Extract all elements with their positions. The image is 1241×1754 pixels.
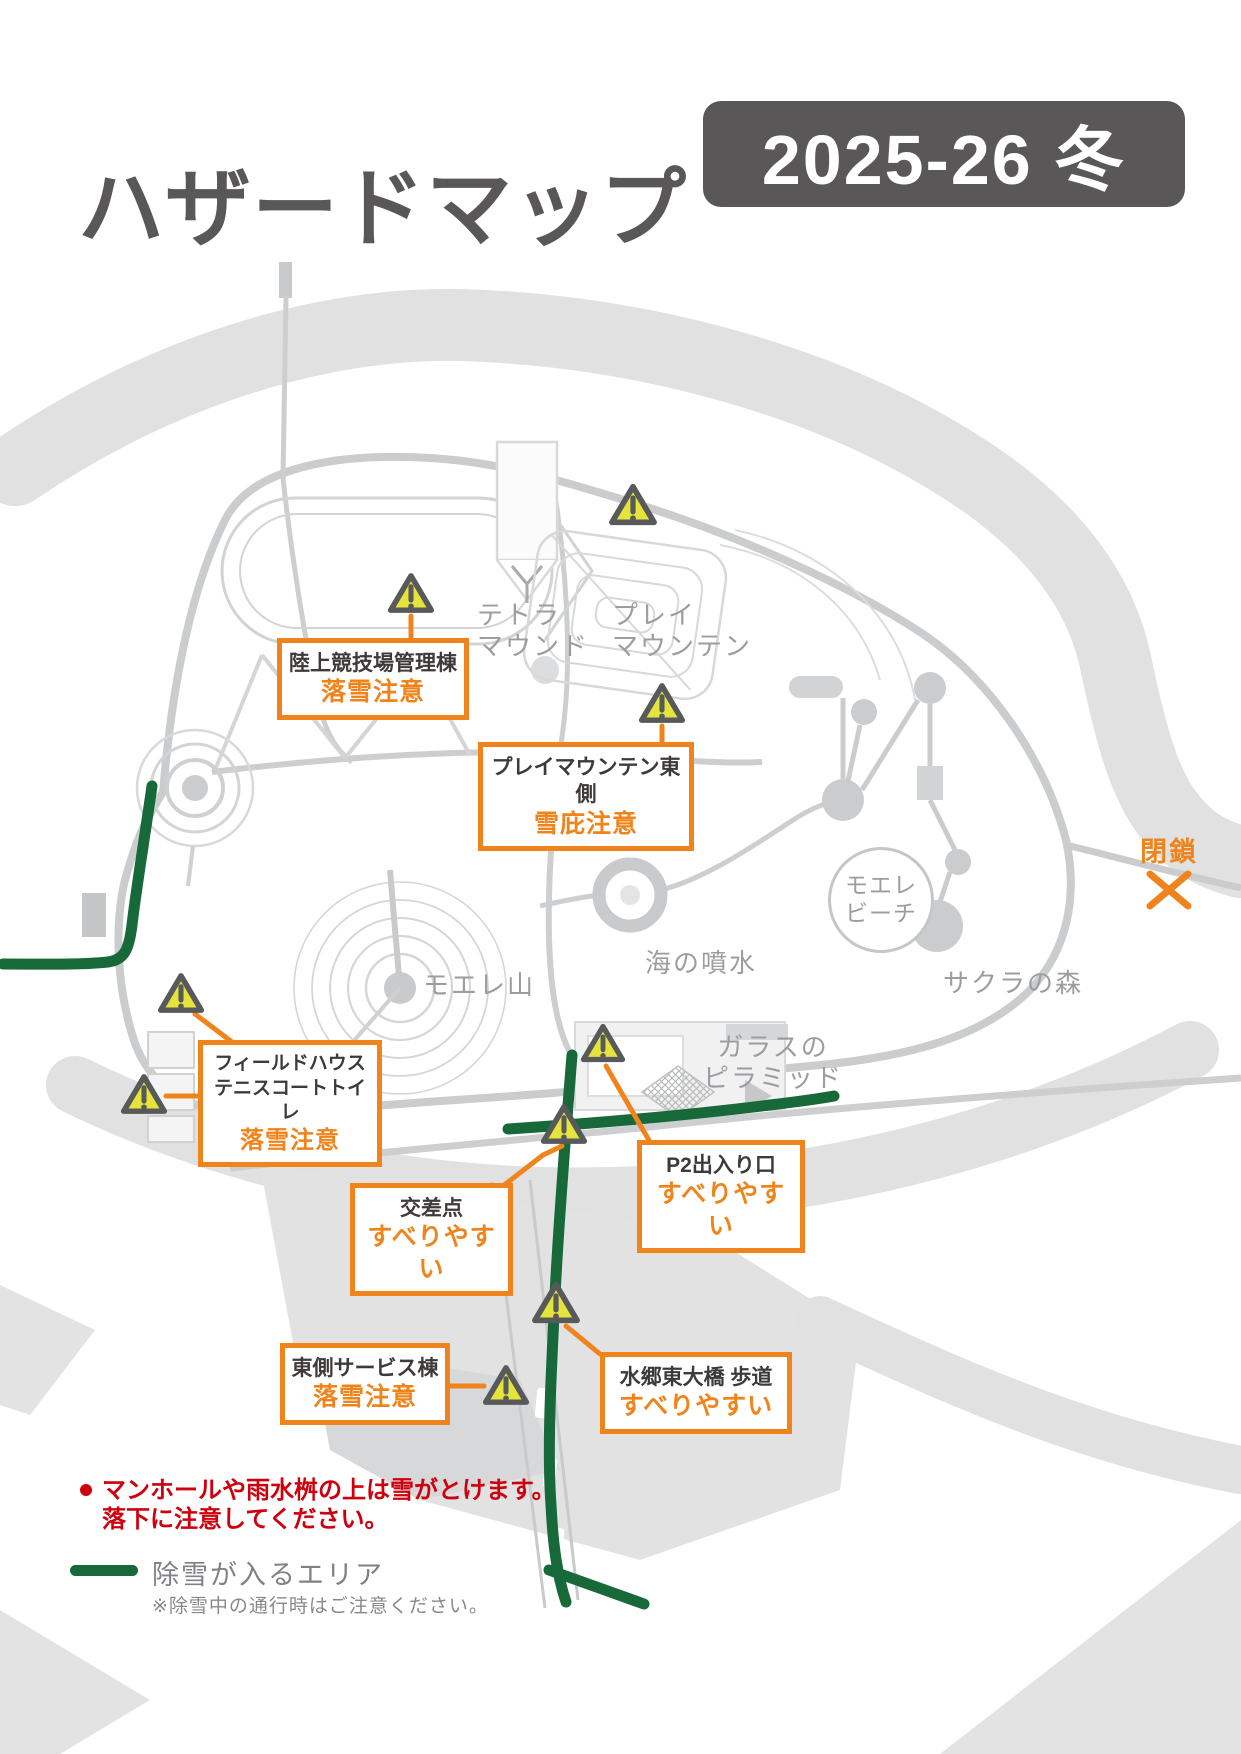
hazard-warning: 落雪注意 [240, 1127, 340, 1155]
hazard-box-p2-entrance: P2出入り口 すべりやすい [637, 1140, 805, 1253]
closed-x-icon [1146, 870, 1192, 910]
snow-route-line-icon [70, 1565, 138, 1576]
hazard-warning: 雪庇注意 [533, 809, 638, 838]
moere-yama-shape [293, 869, 507, 1095]
hazard-warning: すべりやすい [367, 1223, 496, 1283]
hazard-name: 陸上競技場管理棟 [289, 652, 457, 675]
closed-label: 閉鎖 [1140, 837, 1198, 867]
label-play-mountain: プレイ マウンテン [612, 600, 753, 661]
hazard-box-crossing: 交差点 すべりやすい [350, 1183, 513, 1296]
season-badge: 2025-26 冬 [703, 101, 1185, 207]
tetra-mound-shape [495, 440, 559, 684]
hazard-box-athletics-admin: 陸上競技場管理棟 落雪注意 [277, 638, 469, 720]
label-glass-pyramid: ガラスの ピラミッド [702, 1032, 843, 1093]
hazard-warning: すべりやすい [618, 1392, 774, 1421]
amphitheater [135, 728, 255, 887]
hazard-warning: すべりやすい [656, 1180, 786, 1240]
hazard-box-suigo-bridge: 水郷東大橋 歩道 すべりやすい [600, 1352, 792, 1434]
tennis-courts [82, 893, 195, 1143]
hazard-box-east-service: 東側サービス棟 落雪注意 [280, 1343, 450, 1425]
hazard-connectors [163, 613, 665, 1389]
hazard-name: 水郷東大橋 歩道 [619, 1366, 773, 1389]
manhole-note: マンホールや雨水桝の上は雪がとけます。 落下に注意してください。 [80, 1476, 556, 1535]
label-tetra-mound: テトラ マウンド [477, 600, 590, 661]
page-title: ハザードマップ [78, 160, 687, 257]
snow-route-note: ※除雪中の通行時はご注意ください。 [152, 1596, 489, 1617]
hazard-name: プレイマウンテン東側 [491, 756, 681, 807]
hazard-box-play-mountain-east: プレイマウンテン東側 雪庇注意 [478, 742, 694, 851]
hazard-name: 東側サービス棟 [291, 1357, 439, 1380]
hazard-name: 交差点 [400, 1197, 463, 1220]
label-sakura-forest: サクラの森 [943, 968, 1084, 998]
label-moere-beach: モエレ ビーチ [828, 847, 934, 953]
hazard-warning: 落雪注意 [320, 678, 425, 707]
hazard-box-field-house: フィールドハウス テニスコートトイレ 落雪注意 [198, 1040, 382, 1168]
manhole-note-text: マンホールや雨水桝の上は雪がとけます。 落下に注意してください。 [102, 1477, 556, 1534]
hazard-warning: 落雪注意 [312, 1383, 417, 1412]
label-moere-yama: モエレ山 [423, 970, 536, 1000]
red-bullet-icon [80, 1484, 92, 1496]
sea-fountain-shape [539, 797, 839, 933]
hazard-name: フィールドハウス テニスコートトイレ [213, 1053, 366, 1124]
label-sea-fountain: 海の噴水 [645, 948, 758, 978]
play-mountain-shape [522, 529, 916, 701]
snow-route-label: 除雪が入るエリア [152, 1560, 384, 1590]
hazard-name: P2出入り口 [666, 1154, 776, 1177]
